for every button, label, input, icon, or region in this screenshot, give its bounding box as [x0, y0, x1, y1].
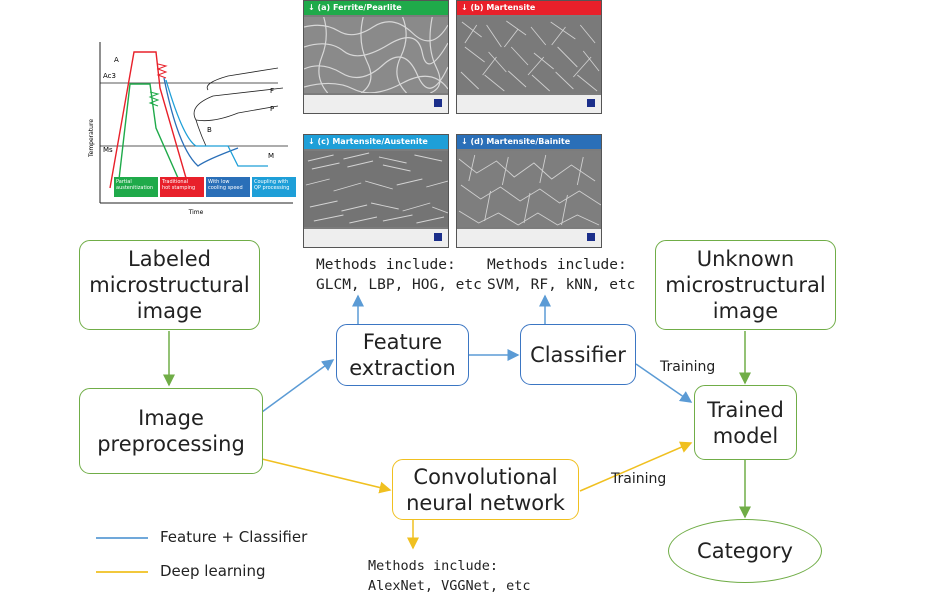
unknown-image-box: Unknown microstructural image [655, 240, 836, 330]
cct-label-ms: Ms [103, 146, 113, 154]
cct-ylabel: Temperature [88, 119, 95, 158]
arrow-classifier-to-trained [635, 363, 693, 403]
trained-model-box: Trained model [694, 385, 797, 460]
micrograph-martensite-austenite: ↓ (c) Martensite/Austenite [303, 134, 449, 248]
arrow-cnn-to-trained [579, 441, 693, 492]
cnn-box: Convolutional neural network [392, 459, 579, 520]
micrograph-martensite-bainite: ↓ (d) Martensite/Bainite [456, 134, 602, 248]
legend-feature-classifier: Feature + Classifier [160, 528, 308, 546]
cct-label-p: P [270, 105, 274, 113]
classifier-box: Classifier [520, 324, 636, 385]
image-preprocessing-box: Image preprocessing [79, 388, 263, 474]
training-label-classifier: Training [660, 359, 716, 375]
micrograph-label: ↓ (b) Martensite [457, 1, 601, 15]
classifier-methods-text: Methods include: SVM, RF, kNN, etc [487, 257, 636, 293]
labeled-image-box: Labeled microstructural image [79, 240, 260, 330]
micrograph-label: ↓ (c) Martensite/Austenite [304, 135, 448, 149]
cct-label-ac3: Ac3 [103, 72, 116, 80]
training-label-cnn: Training [611, 471, 667, 487]
cct-legend-qp: Coupling with QP processing [252, 177, 296, 197]
arrow-preprocess-to-cnn [261, 458, 392, 494]
feature-extraction-box: Feature extraction [336, 324, 469, 386]
cct-diagram: Temperature Time A Ac3 Ms F P B M [88, 42, 293, 216]
category-ellipse: Category [668, 519, 822, 583]
cct-label-a: A [114, 56, 119, 64]
micrograph-label: ↓ (a) Ferrite/Pearlite [304, 1, 448, 15]
legend-deep-learning: Deep learning [160, 562, 266, 580]
feature-methods-text: Methods include: GLCM, LBP, HOG, etc [316, 257, 482, 293]
cct-label-f: F [270, 87, 274, 95]
cct-legend-traditional: Traditional hot stamping [160, 177, 204, 197]
cct-legend-low-cooling: With low cooling speed [206, 177, 250, 197]
micrograph-label: ↓ (d) Martensite/Bainite [457, 135, 601, 149]
arrow-preprocess-to-feature [261, 359, 335, 413]
cct-label-m: M [268, 152, 274, 160]
micrograph-ferrite-pearlite: ↓ (a) Ferrite/Pearlite [303, 0, 449, 114]
cct-label-b: B [207, 126, 212, 134]
cct-legend: Partial austenitization Traditional hot … [114, 177, 296, 197]
cct-legend-partial: Partial austenitization [114, 177, 158, 197]
cct-xlabel: Time [188, 209, 204, 216]
cnn-methods-text: Methods include: AlexNet, VGGNet, etc [368, 558, 531, 594]
micrograph-martensite: ↓ (b) Martensite [456, 0, 602, 114]
